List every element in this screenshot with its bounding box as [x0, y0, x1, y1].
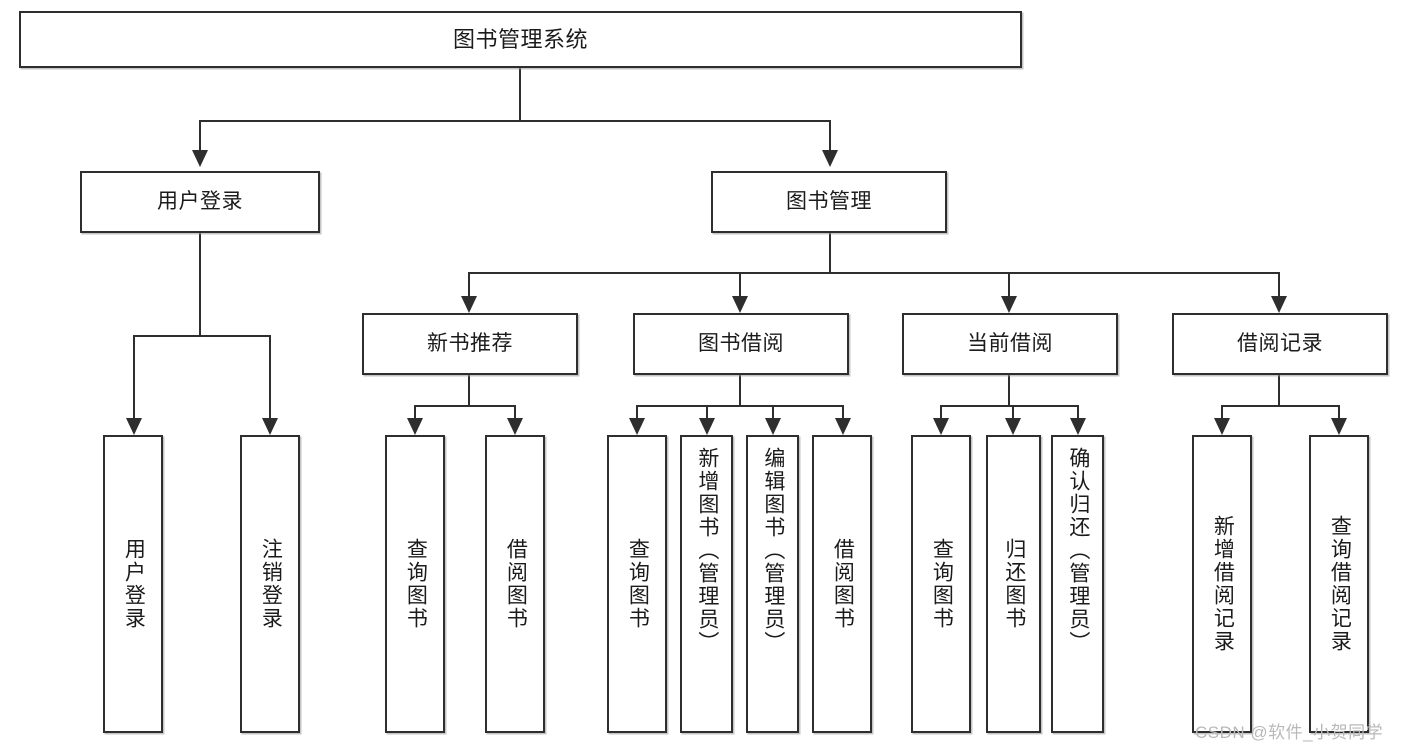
arrow-leaf-add-book	[699, 418, 715, 435]
arrow-to-book-borrow	[732, 296, 748, 313]
connector-book-manage-stem	[829, 233, 831, 272]
arrow-leaf-query-record	[1331, 418, 1347, 435]
arrow-leaf-query-book-1	[407, 418, 423, 435]
node-leaf-query-book-2[interactable]: 查询图书	[607, 435, 667, 733]
node-book-borrow-label: 图书借阅	[698, 331, 784, 355]
connector-to-new-book	[468, 272, 470, 296]
node-leaf-query-book-3-label: 查询图书	[930, 538, 954, 630]
node-leaf-borrow-book-2-label: 借阅图书	[831, 538, 855, 630]
connector-book-borrow-c4	[842, 405, 844, 418]
connector-to-borrow-record	[1278, 272, 1280, 296]
node-leaf-query-book-2-label: 查询图书	[626, 538, 650, 630]
connector-current-borrow-c2	[1012, 405, 1014, 418]
connector-user-login-right	[269, 335, 271, 418]
node-leaf-query-record[interactable]: 查询借阅记录	[1309, 435, 1369, 733]
arrow-leaf-add-record	[1214, 418, 1230, 435]
node-leaf-return-book-label: 归还图书	[1002, 538, 1026, 630]
arrow-to-current-borrow	[1001, 296, 1017, 313]
node-book-manage-label: 图书管理	[786, 189, 872, 213]
connector-new-book-stem	[468, 375, 470, 405]
node-leaf-edit-book-label: 编辑图书（管理员）	[761, 447, 785, 654]
node-leaf-borrow-book-1-label: 借阅图书	[504, 538, 528, 630]
node-book-manage[interactable]: 图书管理	[711, 171, 947, 233]
connector-borrow-record-stem	[1278, 375, 1280, 405]
connector-user-login-left	[133, 335, 135, 418]
connector-level2-bar	[199, 120, 831, 122]
node-leaf-query-book-1[interactable]: 查询图书	[385, 435, 445, 733]
node-leaf-logout-label: 注销登录	[259, 538, 283, 630]
connector-current-borrow-c3	[1077, 405, 1079, 418]
node-leaf-user-login-label: 用户登录	[122, 538, 146, 630]
connector-current-borrow-bar	[940, 405, 1078, 407]
node-book-borrow[interactable]: 图书借阅	[633, 313, 849, 375]
node-root-label: 图书管理系统	[452, 26, 588, 52]
node-leaf-add-record[interactable]: 新增借阅记录	[1192, 435, 1252, 733]
node-leaf-confirm-return-label: 确认归还（管理员）	[1066, 447, 1090, 654]
arrow-leaf-return-book	[1005, 418, 1021, 435]
connector-borrow-record-right	[1338, 405, 1340, 418]
node-leaf-query-book-3[interactable]: 查询图书	[911, 435, 971, 733]
node-leaf-query-record-label: 查询借阅记录	[1328, 515, 1352, 653]
arrow-to-user-login	[192, 150, 208, 167]
node-leaf-query-book-1-label: 查询图书	[404, 538, 428, 630]
connector-book-borrow-bar	[636, 405, 842, 407]
node-leaf-add-record-label: 新增借阅记录	[1211, 515, 1235, 653]
node-leaf-confirm-return[interactable]: 确认归还（管理员）	[1051, 435, 1104, 733]
connector-book-borrow-stem	[739, 375, 741, 405]
connector-level3-bar	[468, 272, 1280, 274]
arrow-leaf-logout	[262, 418, 278, 435]
node-leaf-add-book[interactable]: 新增图书（管理员）	[680, 435, 733, 733]
node-leaf-edit-book[interactable]: 编辑图书（管理员）	[746, 435, 799, 733]
connector-new-book-left	[414, 405, 416, 418]
arrow-to-book-manage	[822, 150, 838, 167]
arrow-leaf-query-book-3	[933, 418, 949, 435]
arrow-leaf-confirm-return	[1070, 418, 1086, 435]
connector-book-borrow-c2	[706, 405, 708, 418]
node-root[interactable]: 图书管理系统	[19, 11, 1022, 68]
arrow-to-borrow-record	[1271, 296, 1287, 313]
connector-book-borrow-c3	[772, 405, 774, 418]
connector-user-login-stem	[199, 233, 201, 335]
connector-current-borrow-stem	[1008, 375, 1010, 405]
arrow-to-new-book-recommend	[461, 296, 477, 313]
node-leaf-borrow-book-1[interactable]: 借阅图书	[485, 435, 545, 733]
node-user-login-label: 用户登录	[157, 189, 243, 213]
node-leaf-user-login[interactable]: 用户登录	[103, 435, 163, 733]
node-borrow-record[interactable]: 借阅记录	[1172, 313, 1388, 375]
arrow-leaf-user-login	[126, 418, 142, 435]
connector-to-book-borrow	[739, 272, 741, 296]
connector-root-stem	[519, 68, 521, 120]
node-new-book-recommend[interactable]: 新书推荐	[362, 313, 578, 375]
connector-to-user-login	[199, 120, 201, 150]
connector-current-borrow-c1	[940, 405, 942, 418]
node-borrow-record-label: 借阅记录	[1237, 331, 1323, 355]
node-leaf-return-book[interactable]: 归还图书	[986, 435, 1041, 733]
arrow-leaf-borrow-book-1	[507, 418, 523, 435]
node-leaf-borrow-book-2[interactable]: 借阅图书	[812, 435, 872, 733]
connector-borrow-record-left	[1221, 405, 1223, 418]
node-leaf-add-book-label: 新增图书（管理员）	[695, 447, 719, 654]
connector-to-current-borrow	[1008, 272, 1010, 296]
node-user-login[interactable]: 用户登录	[80, 171, 320, 233]
connector-to-book-manage	[829, 120, 831, 150]
connector-borrow-record-bar	[1221, 405, 1338, 407]
connector-new-book-right	[514, 405, 516, 418]
connector-new-book-bar	[414, 405, 516, 407]
node-leaf-logout[interactable]: 注销登录	[240, 435, 300, 733]
connector-user-login-bar	[133, 335, 269, 337]
node-current-borrow[interactable]: 当前借阅	[902, 313, 1118, 375]
arrow-leaf-edit-book	[765, 418, 781, 435]
node-current-borrow-label: 当前借阅	[967, 331, 1053, 355]
arrow-leaf-borrow-book-2	[835, 418, 851, 435]
node-new-book-recommend-label: 新书推荐	[427, 331, 513, 355]
arrow-leaf-query-book-2	[629, 418, 645, 435]
connector-book-borrow-c1	[636, 405, 638, 418]
